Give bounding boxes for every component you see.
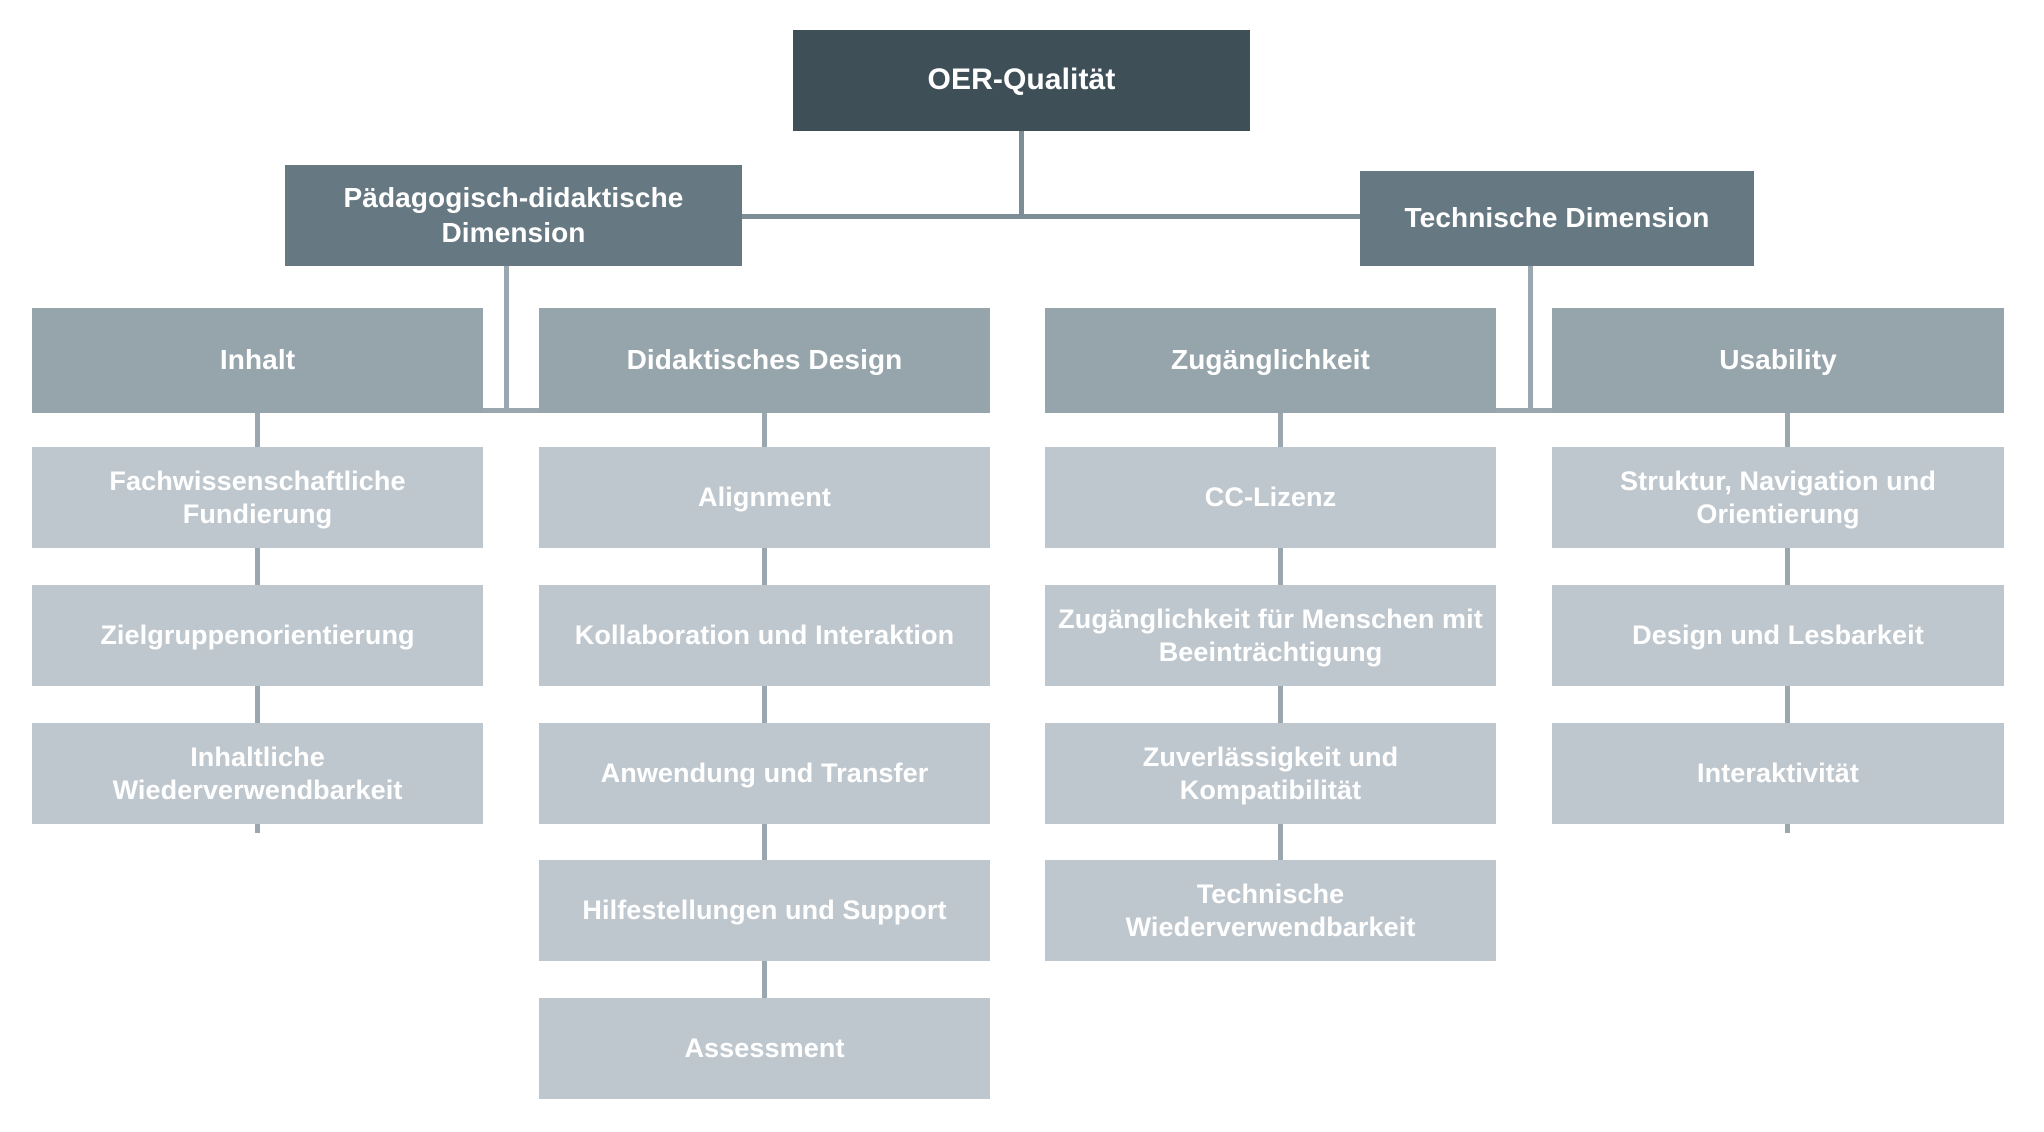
node-criterion-usability-3[interactable]: Interaktivität bbox=[1552, 723, 2004, 824]
connector-dim1-horizontal bbox=[257, 408, 713, 413]
node-dimension-paedagogisch-didaktisch[interactable]: Pädagogisch-didaktische Dimension bbox=[285, 165, 742, 266]
connector-dim1-stem bbox=[504, 265, 509, 413]
node-criterion-zugaenglichkeit-1[interactable]: CC-Lizenz bbox=[1045, 447, 1496, 548]
connector-root-stem bbox=[1019, 131, 1024, 216]
connector-root-horizontal bbox=[738, 214, 1360, 219]
connector-dim2-stem bbox=[1528, 265, 1533, 413]
node-criterion-didaktisches-design-4[interactable]: Hilfestellungen und Support bbox=[539, 860, 990, 961]
node-criterion-didaktisches-design-5[interactable]: Assessment bbox=[539, 998, 990, 1099]
node-criterion-inhalt-1[interactable]: Fachwissenschaftliche Fundierung bbox=[32, 447, 483, 548]
node-criterion-zugaenglichkeit-2[interactable]: Zugänglichkeit für Menschen mit Beeinträ… bbox=[1045, 585, 1496, 686]
connector-dim2-horizontal bbox=[1280, 408, 1736, 413]
node-criterion-didaktisches-design-1[interactable]: Alignment bbox=[539, 447, 990, 548]
node-category-usability[interactable]: Usability bbox=[1552, 308, 2004, 413]
connector-col2-spine bbox=[762, 413, 767, 1001]
node-criterion-usability-2[interactable]: Design und Lesbarkeit bbox=[1552, 585, 2004, 686]
node-criterion-usability-1[interactable]: Struktur, Navigation und Orientierung bbox=[1552, 447, 2004, 548]
node-criterion-inhalt-2[interactable]: Zielgruppenorientierung bbox=[32, 585, 483, 686]
node-criterion-inhalt-3[interactable]: Inhaltliche Wiederverwendbarkeit bbox=[32, 723, 483, 824]
node-category-zugaenglichkeit[interactable]: Zugänglichkeit bbox=[1045, 308, 1496, 413]
node-root-oer-qualitaet[interactable]: OER-Qualität bbox=[793, 30, 1250, 131]
node-criterion-didaktisches-design-2[interactable]: Kollaboration und Interaktion bbox=[539, 585, 990, 686]
node-criterion-didaktisches-design-3[interactable]: Anwendung und Transfer bbox=[539, 723, 990, 824]
node-dimension-technisch[interactable]: Technische Dimension bbox=[1360, 171, 1754, 266]
node-category-didaktisches-design[interactable]: Didaktisches Design bbox=[539, 308, 990, 413]
node-criterion-zugaenglichkeit-4[interactable]: Technische Wiederverwendbarkeit bbox=[1045, 860, 1496, 961]
node-criterion-zugaenglichkeit-3[interactable]: Zuverlässigkeit und Kompatibilität bbox=[1045, 723, 1496, 824]
node-category-inhalt[interactable]: Inhalt bbox=[32, 308, 483, 413]
